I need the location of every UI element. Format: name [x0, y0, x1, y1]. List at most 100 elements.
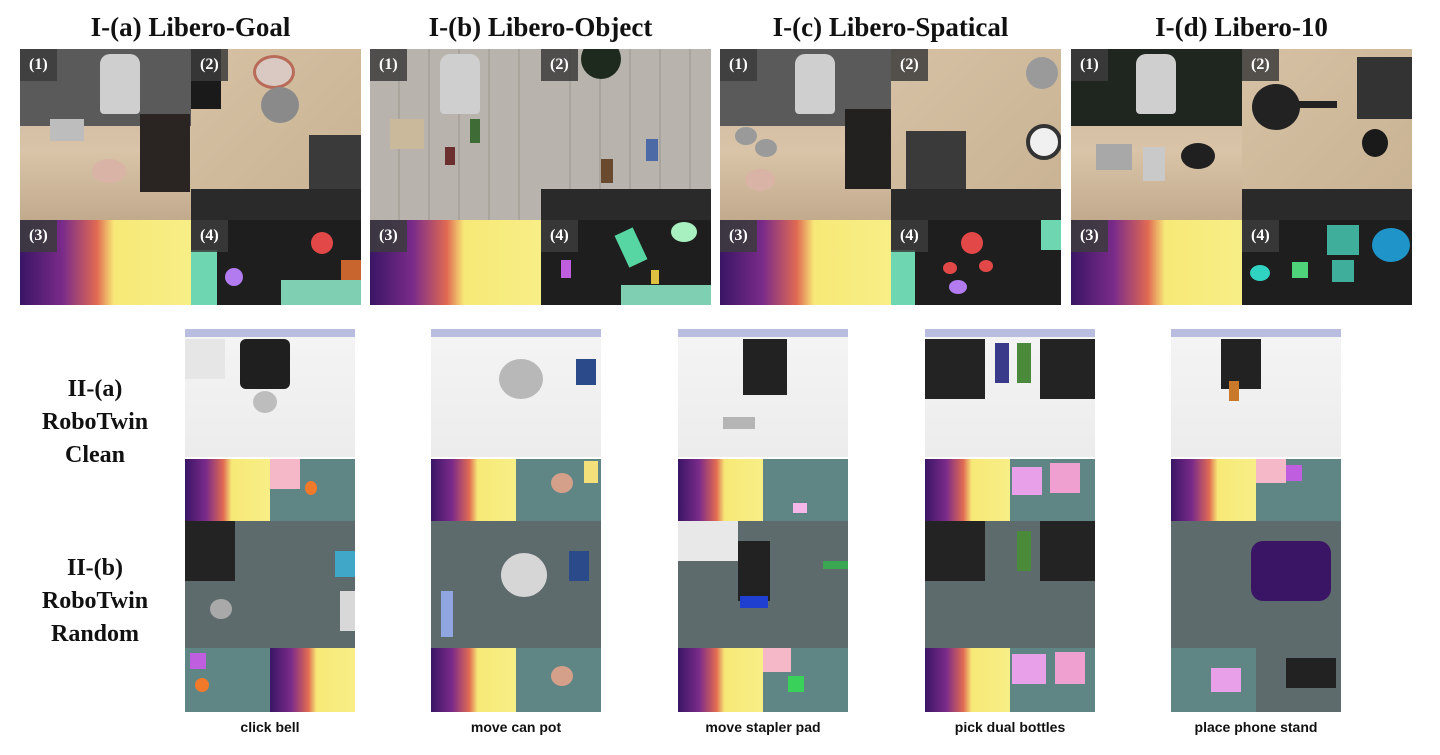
robot-arm [795, 54, 835, 114]
view-3-depth: (3) [20, 220, 191, 305]
random-scene-move-stapler-pad [678, 521, 848, 648]
random-scene-pick-dual-bottles [925, 521, 1095, 648]
view-3-depth: (3) [1071, 220, 1242, 305]
view-2-wrist: (2) [191, 49, 361, 220]
bowl [261, 87, 299, 123]
view-4-segmentation: (4) [891, 220, 1061, 305]
clean-scene-move-can-pot [431, 329, 601, 457]
stove-top [1357, 57, 1412, 119]
bell [253, 391, 277, 413]
plate [92, 159, 126, 183]
random-depth-seg-pick-dual-bottles [925, 648, 1095, 712]
row-label-line: RoboTwin [41, 588, 149, 614]
view-2-wrist: (2) [541, 49, 711, 220]
clean-depth-seg-move-can-pot [431, 459, 601, 521]
robot-arm [1136, 54, 1176, 114]
random-scene-click-bell [185, 521, 355, 648]
view-2-wrist: (2) [1242, 49, 1412, 220]
view-2-wrist: (2) [891, 49, 1061, 220]
robot-arm-left [925, 521, 985, 581]
title-libero-10: I-(d) Libero-10 [1155, 12, 1328, 42]
row-label-line: Random [50, 621, 140, 647]
quadrant-label-3: (3) [720, 220, 757, 252]
robot-arm [185, 521, 235, 581]
cabinet [845, 109, 891, 189]
bottle [1017, 531, 1031, 571]
clean-depth-seg-click-bell [185, 459, 355, 521]
panel-libero-object: (1) (2) (3) (4) [370, 49, 711, 305]
view-1-agent: (1) [720, 49, 891, 220]
row-label-line: Clean [65, 442, 125, 468]
random-scene-move-can-pot [431, 521, 601, 648]
view-1-agent: (1) [1071, 49, 1242, 220]
quadrant-label-4: (4) [191, 220, 228, 252]
quadrant-label-4: (4) [541, 220, 578, 252]
random-scene-place-phone-stand [1171, 521, 1341, 648]
pot [499, 359, 543, 399]
title-libero-spatial: I-(c) Libero-Spatical [772, 12, 1009, 42]
quadrant-label-2: (2) [891, 49, 928, 81]
title-libero-object: I-(b) Libero-Object [428, 12, 653, 42]
robot-arm-right [1040, 339, 1095, 399]
caption-click-bell: click bell [240, 719, 300, 735]
clean-scene-click-bell [185, 329, 355, 457]
panel-libero-goal: (1) (2) (3) (4) [20, 49, 361, 305]
robot-arm [743, 339, 787, 395]
plate [253, 55, 295, 89]
robot-arm-left [925, 339, 985, 399]
random-depth-seg-move-can-pot [431, 648, 601, 712]
quadrant-label-1: (1) [1071, 49, 1108, 81]
basket [390, 119, 424, 149]
cabinet [140, 114, 190, 192]
row-label-line: RoboTwin [41, 409, 149, 435]
quadrant-label-2: (2) [191, 49, 228, 81]
quadrant-label-1: (1) [720, 49, 757, 81]
panel-libero-spatial: (1) (2) (3) (4) [720, 49, 1061, 305]
robot-arm [240, 339, 290, 389]
can [569, 551, 589, 581]
can [576, 359, 596, 385]
bottle [1017, 343, 1031, 383]
quadrant-label-3: (3) [370, 220, 407, 252]
quadrant-label-2: (2) [1242, 49, 1279, 81]
random-depth-seg-click-bell [185, 648, 355, 712]
view-1-agent: (1) [370, 49, 541, 220]
phone [1229, 381, 1239, 401]
random-depth-seg-place-phone-stand [1171, 648, 1341, 712]
row-label-robotwin-clean: II-(a) RoboTwin Clean [20, 373, 170, 472]
clean-scene-move-stapler-pad [678, 329, 848, 457]
robot-arm [100, 54, 140, 114]
robot-arm-right [1040, 521, 1095, 581]
pan [1252, 84, 1300, 130]
quadrant-label-2: (2) [541, 49, 578, 81]
view-3-depth: (3) [370, 220, 541, 305]
robot-arm [440, 54, 480, 114]
bottle [995, 343, 1009, 383]
row-label-line: II-(a) [67, 376, 123, 402]
view-4-segmentation: (4) [541, 220, 711, 305]
plate [745, 169, 775, 191]
pad [723, 417, 755, 429]
clean-scene-place-phone-stand [1171, 329, 1341, 457]
pot [501, 553, 547, 597]
title-libero-goal: I-(a) Libero-Goal [90, 12, 291, 42]
quadrant-label-1: (1) [20, 49, 57, 81]
random-depth-seg-move-stapler-pad [678, 648, 848, 712]
stove [1096, 144, 1132, 170]
quadrant-label-4: (4) [1242, 220, 1279, 252]
clean-scene-pick-dual-bottles [925, 329, 1095, 457]
stapler [740, 596, 768, 608]
view-4-segmentation: (4) [1242, 220, 1412, 305]
caption-move-stapler-pad: move stapler pad [705, 719, 821, 735]
view-4-segmentation: (4) [191, 220, 361, 305]
caption-move-can-pot: move can pot [470, 719, 562, 735]
clean-depth-seg-move-stapler-pad [678, 459, 848, 521]
quadrant-label-3: (3) [20, 220, 57, 252]
view-1-agent: (1) [20, 49, 191, 220]
clean-depth-seg-place-phone-stand [1171, 459, 1341, 521]
stove-top [309, 135, 361, 191]
bell [210, 599, 232, 619]
caption-place-phone-stand: place phone stand [1194, 719, 1318, 735]
moka-pot [1143, 147, 1165, 181]
robot-arm [1221, 339, 1261, 389]
